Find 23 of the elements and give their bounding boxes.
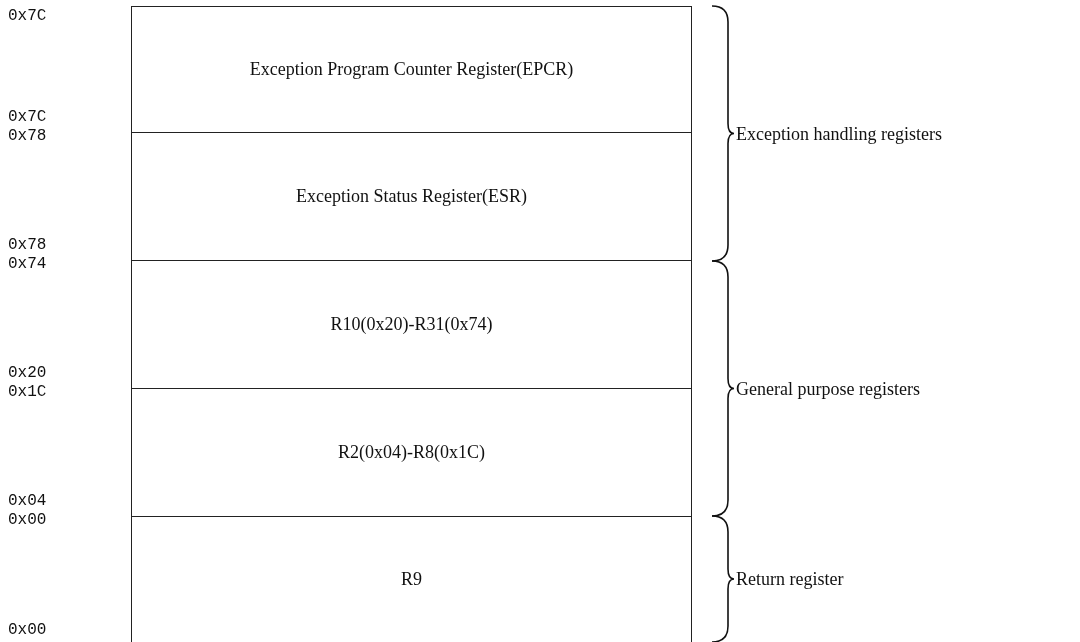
address-label: 0x00 (8, 510, 47, 530)
register-name: R9 (401, 569, 422, 590)
register-box (131, 516, 692, 642)
address-label: 0x04 (8, 491, 47, 511)
register-box (131, 6, 692, 133)
register-name: R10(0x20)-R31(0x74) (330, 314, 493, 335)
address-label: 0x78 (8, 126, 47, 146)
register-name: Exception Status Register(ESR) (296, 186, 527, 207)
address-label: 0x7C (8, 6, 47, 26)
register-box (131, 132, 692, 261)
group-label: General purpose registers (736, 377, 920, 400)
register-name: R2(0x04)-R8(0x1C) (338, 442, 485, 463)
address-label: 0x74 (8, 254, 47, 274)
address-label: 0x7C (8, 107, 47, 127)
group-label: Exception handling registers (736, 122, 942, 145)
group-label: Return register (736, 568, 844, 590)
address-label: 0x20 (8, 363, 47, 383)
address-label: 0x00 (8, 620, 47, 640)
register-box (131, 260, 692, 389)
register-box (131, 388, 692, 517)
address-label: 0x1C (8, 382, 47, 402)
address-label: 0x78 (8, 235, 47, 255)
register-name: Exception Program Counter Register(EPCR) (249, 59, 574, 80)
